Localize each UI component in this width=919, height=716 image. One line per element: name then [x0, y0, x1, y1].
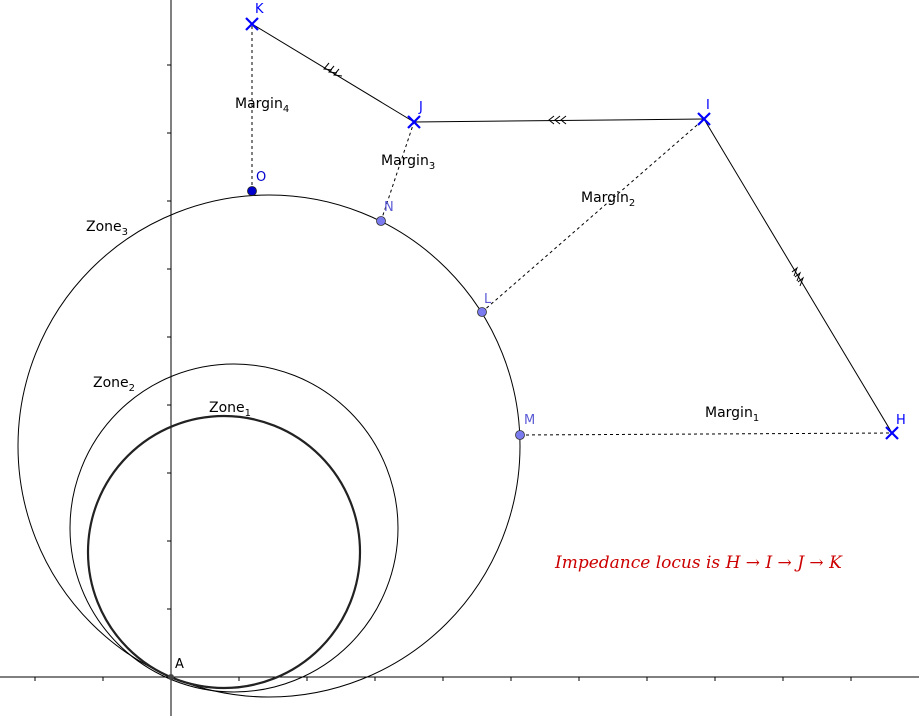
zone3-circle — [17, 194, 521, 698]
locus-segment-i-j — [413, 118, 705, 123]
margin2-line — [481, 118, 705, 313]
point-label-k: K — [255, 2, 264, 17]
zone2-circle — [69, 363, 399, 693]
locus-segment-h-i — [703, 118, 893, 434]
margin2-label: Margin2 — [581, 190, 635, 209]
point-m-dot — [515, 430, 525, 440]
point-label-j: J — [418, 100, 423, 115]
triple-arrow-mark-i-j — [548, 115, 567, 125]
margin4-label: Margin4 — [235, 96, 289, 115]
margin3-line — [380, 121, 415, 222]
cross-marker-h — [885, 426, 899, 440]
point-l-dot — [477, 307, 487, 317]
point-a-dot — [168, 674, 174, 680]
impedance-locus-caption: Impedance locus is H → I → J → K — [554, 553, 843, 573]
margin1-line — [519, 432, 893, 436]
triple-arrow-mark-h-i — [791, 266, 805, 287]
zone2-label: Zone2 — [93, 375, 135, 394]
zone1-label: Zone1 — [209, 400, 251, 419]
cross-marker-i — [697, 112, 711, 126]
point-label-h: H — [896, 413, 906, 428]
point-label-l: L — [484, 292, 492, 307]
point-o-dot — [247, 186, 257, 196]
margin1-label: Margin1 — [705, 405, 759, 424]
point-label-i: I — [706, 98, 710, 113]
point-label-n: N — [384, 200, 394, 215]
point-label-m: M — [524, 413, 535, 428]
point-n-dot — [376, 216, 386, 226]
y-axis-ticks — [167, 64, 171, 610]
triple-arrow-mark-j-k — [323, 62, 343, 77]
margin3-label: Margin3 — [381, 153, 435, 172]
x-axis-ticks — [34, 677, 852, 681]
point-label-o: O — [256, 170, 266, 185]
zone3-label: Zone3 — [86, 219, 128, 238]
cross-marker-j — [407, 115, 421, 129]
zone1-circle — [86, 414, 362, 690]
cross-marker-k — [245, 17, 259, 31]
point-label-a: A — [175, 657, 184, 672]
